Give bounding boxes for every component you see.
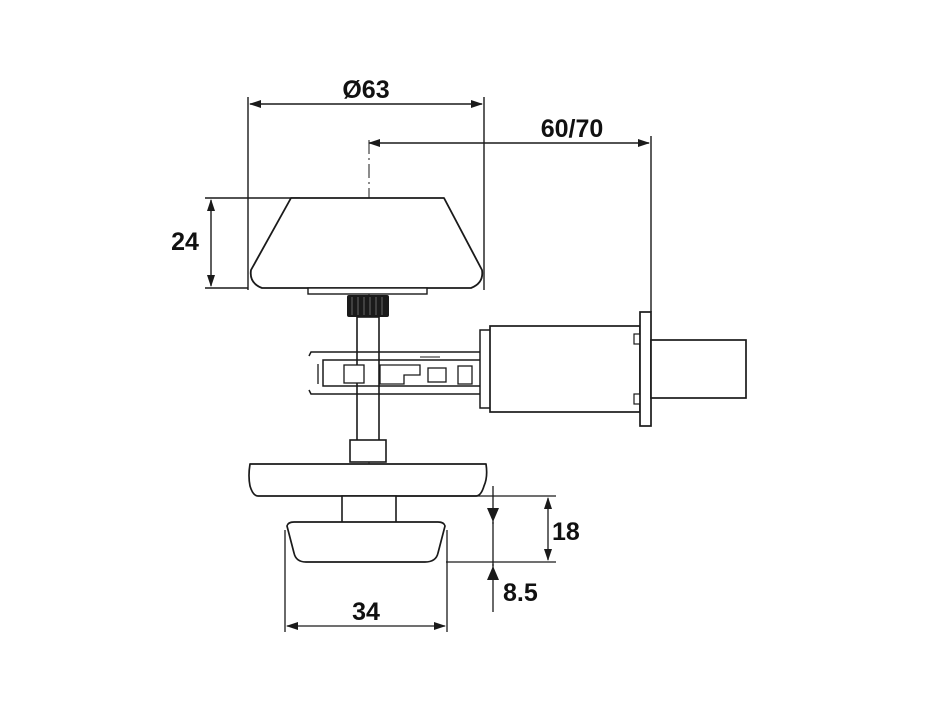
turn-neck	[341, 495, 397, 525]
backset-dimension: 60/70	[368, 115, 652, 312]
turn-height-dimension: 18	[397, 495, 580, 563]
thumb-turn	[286, 521, 446, 563]
diameter-dimension: Ø63	[247, 76, 485, 290]
rose-height-label: 24	[171, 228, 199, 256]
turn-offset-dimension: 8.5	[487, 486, 538, 612]
spindle	[349, 316, 387, 463]
turn-width-label: 34	[352, 598, 380, 626]
latch-mechanism	[308, 311, 747, 427]
turn-height-label: 18	[552, 518, 580, 546]
rose-height-dimension: 24	[171, 197, 300, 289]
turn-width-dimension: 34	[284, 530, 448, 632]
outer-rose	[249, 197, 484, 295]
spindle-collar	[347, 295, 389, 317]
inner-rose	[248, 463, 488, 497]
backset-label: 60/70	[541, 115, 604, 143]
turn-offset-label: 8.5	[503, 579, 538, 607]
diameter-label: Ø63	[342, 76, 389, 104]
